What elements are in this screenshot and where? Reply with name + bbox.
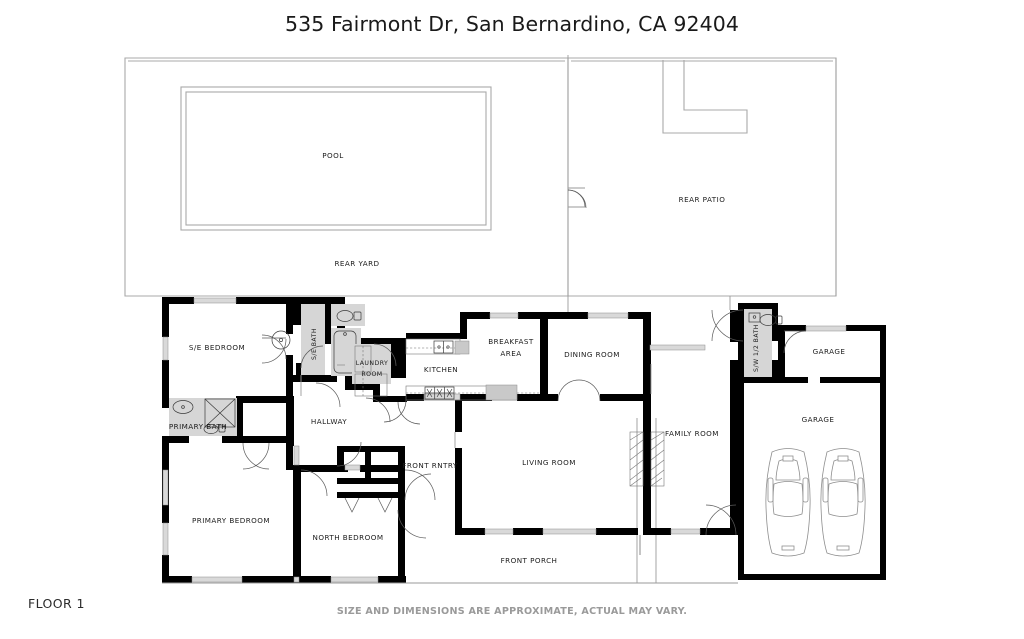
label-garage-upper: GARAGE (813, 347, 846, 356)
primary-bath-toilet-icon (203, 424, 226, 434)
pool-outline (180, 86, 492, 231)
side-yard-guides (567, 58, 837, 296)
label-se-bath: S/E BATH (311, 328, 318, 360)
label-se-bedroom: S/E BEDROOM (189, 343, 245, 352)
label-rear-yard: REAR YARD (334, 259, 379, 268)
label-primary-bath: PRIMARY BATH (169, 422, 227, 431)
label-breakfast-area-line2: AREA (500, 349, 521, 358)
kitchen-sink-icon (433, 340, 454, 354)
kitchen-fixtures (405, 338, 540, 401)
laundry-room-fixtures (352, 344, 391, 397)
label-living-room: LIVING ROOM (522, 458, 576, 467)
car-right-icon (820, 448, 866, 557)
floor-label: FLOOR 1 (28, 596, 85, 611)
label-front-porch: FRONT PORCH (501, 556, 558, 565)
se-bath-sink-icon (271, 330, 291, 350)
label-primary-bedroom: PRIMARY BEDROOM (192, 516, 270, 525)
label-sw-half-bath: S/W 1/2 BATH (753, 324, 760, 372)
label-laundry-room-line2: ROOM (361, 371, 382, 378)
label-hallway: HALLWAY (311, 417, 347, 426)
room-labels: POOL REAR YARD REAR PATIO S/E BEDROOM S/… (169, 151, 846, 565)
car-left-icon (765, 448, 811, 557)
walls (162, 297, 886, 583)
sw-bath-toilet-icon (759, 314, 783, 326)
sw-half-bath-room (744, 309, 783, 377)
disclaimer-text: SIZE AND DIMENSIONS ARE APPROXIMATE, ACT… (336, 606, 688, 617)
label-front-entry: FRONT RNTRY (402, 461, 458, 470)
rear-patio-outline (568, 57, 837, 297)
label-garage-main: GARAGE (802, 415, 835, 424)
se-bath-toilet-icon (331, 304, 365, 326)
door-swings (242, 189, 807, 555)
fireplace-icon (629, 431, 665, 487)
label-breakfast-area-line1: BREAKFAST (488, 337, 534, 346)
label-kitchen: KITCHEN (424, 365, 458, 374)
primary-bath-room (169, 398, 237, 436)
interior-guides (162, 364, 738, 584)
label-north-bedroom: NORTH BEDROOM (313, 533, 384, 542)
se-bath-room (271, 304, 365, 376)
page-title: 535 Fairmont Dr, San Bernardino, CA 9240… (284, 12, 740, 36)
primary-bath-shower-icon (204, 398, 236, 428)
sw-bath-sink-icon (748, 312, 761, 323)
label-family-room: FAMILY ROOM (665, 429, 719, 438)
primary-bath-sink-icon (172, 400, 194, 414)
label-laundry-room-line1: LAUNDRY (356, 360, 389, 367)
label-rear-patio: REAR PATIO (679, 195, 726, 204)
label-pool: POOL (322, 151, 343, 160)
label-dining-room: DINING ROOM (564, 350, 620, 359)
